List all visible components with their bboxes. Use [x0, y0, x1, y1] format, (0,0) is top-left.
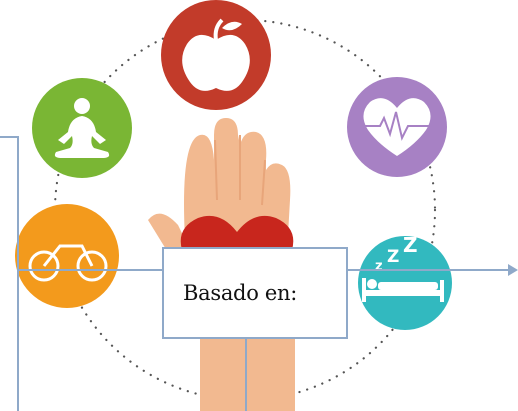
svg-text:z: z	[375, 259, 383, 274]
label-text: Basado en:	[183, 281, 298, 305]
apple-icon	[161, 0, 271, 110]
bicycle-icon	[15, 204, 119, 308]
arrow-head-icon	[508, 264, 518, 276]
meditation-icon	[32, 78, 132, 178]
dotted-ring	[53, 18, 437, 402]
label-box: Basado en:	[162, 247, 348, 339]
svg-text:Z: Z	[403, 233, 418, 257]
svg-text:Z: Z	[387, 247, 399, 267]
left-bracket-line	[0, 136, 19, 411]
sleep-icon: z Z Z	[358, 233, 452, 330]
heart-pulse-icon	[347, 77, 447, 177]
